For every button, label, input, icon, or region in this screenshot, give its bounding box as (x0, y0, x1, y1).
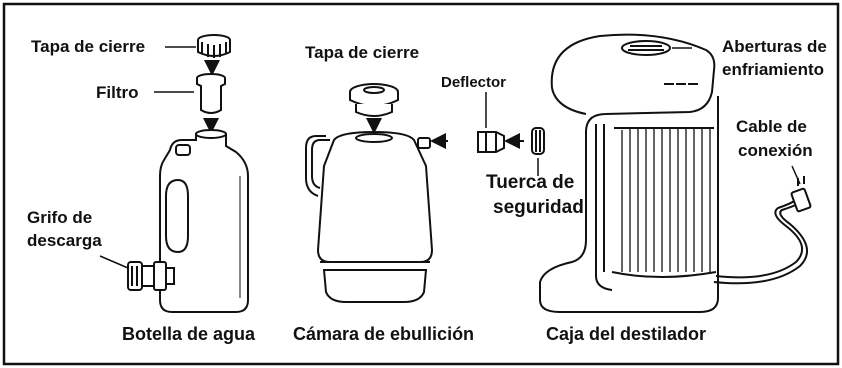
bottle-cap-part (197, 34, 231, 58)
deflector-part (477, 131, 505, 153)
cable-label-line1: Cable de (736, 117, 807, 136)
bottle-caption: Botella de agua (122, 324, 256, 344)
filter-label: Filtro (96, 83, 139, 102)
deflector-label: Deflector (441, 74, 507, 91)
lock-nut-label-line1: Tuerca de (486, 172, 575, 193)
bottle-cap-label: Tapa de cierre (31, 37, 146, 56)
power-cord (713, 199, 809, 285)
chamber-body (305, 130, 434, 303)
plug-part (790, 176, 812, 213)
chamber-cap-part (349, 83, 399, 117)
drain-tap-label-line2: descarga (27, 231, 102, 250)
leader-lines (99, 46, 801, 269)
filter-part (196, 73, 226, 114)
housing-caption: Caja del destilador (546, 324, 707, 344)
drain-tap-label-line1: Grifo de (27, 208, 93, 227)
chamber-cap-label: Tapa de cierre (305, 43, 420, 62)
chamber-caption: Cámara de ebullición (293, 324, 475, 344)
bottle-body (159, 129, 249, 313)
housing-fins (621, 128, 711, 272)
lock-nut-part (531, 127, 545, 155)
vents-label-line1: Aberturas de (722, 37, 827, 56)
cable-label-line2: conexión (738, 141, 813, 160)
housing-body (539, 33, 719, 313)
drain-tap-part (127, 261, 175, 291)
lock-nut-label-line2: seguridad (493, 197, 584, 218)
vents-label-line2: enfriamiento (722, 60, 825, 79)
